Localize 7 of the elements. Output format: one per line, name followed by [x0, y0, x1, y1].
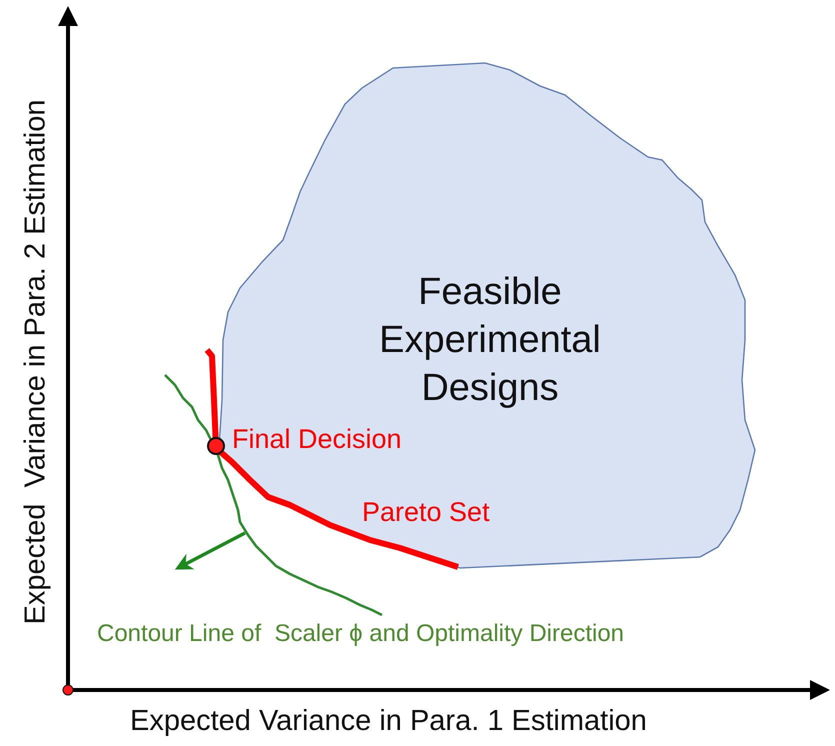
- curve-label: Pareto Set: [362, 497, 490, 528]
- contour-label: Contour Line of Scaler ϕ and Optimality Direction: [97, 620, 624, 648]
- decision-point: [207, 437, 225, 455]
- region-label: Feasible Experimental Designs: [378, 270, 602, 411]
- axis-label: Expected Variance in Para. 1 Estimation: [130, 705, 647, 738]
- point-label: Final Decision: [232, 424, 402, 455]
- axis-label: Expected Variance in Para. 2 Estimation: [20, 100, 52, 624]
